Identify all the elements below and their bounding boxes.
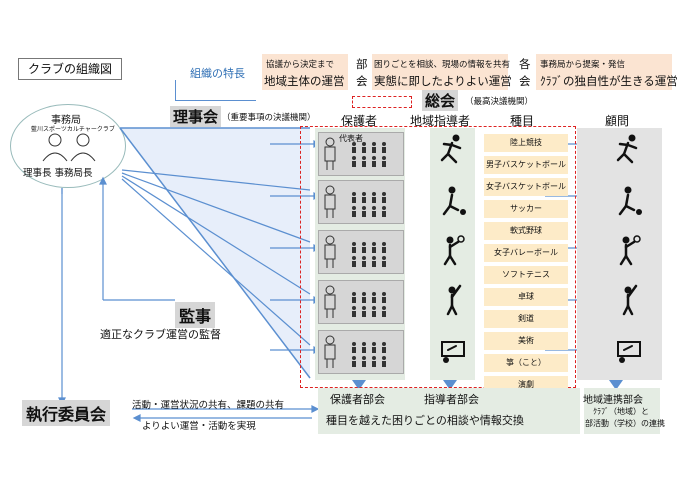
column-coaches-header: 地域指導者 — [410, 114, 471, 128]
general-assembly-name: 総会 — [422, 90, 459, 111]
feature-3: 事務局から提案・発信 ｸﾗﾌﾞの独自性が生きる運営 — [536, 54, 678, 90]
sport-item: ソフトテニス — [484, 266, 568, 284]
board-note: （重要事項の決議機関） — [222, 113, 316, 123]
features-label: 組織の特長 — [190, 67, 245, 80]
feature-3-line2: ｸﾗﾌﾞの独自性が生きる運営 — [540, 74, 678, 88]
cross-activity-text: 種目を越えた困りごとの相談や情報交換 — [326, 414, 524, 427]
audit-desc: 適正なクラブ運営の監督 — [100, 328, 221, 341]
representative-label: 代表者 — [339, 134, 363, 143]
office-people: 理事長 事務局長 — [23, 168, 93, 179]
guardian-people-icons — [324, 137, 386, 369]
features-connector — [175, 80, 256, 101]
column-advisors-header: 顧問 — [605, 114, 630, 128]
advisors-column — [577, 128, 662, 380]
feature-1-line2: 地域主体の運営 — [264, 74, 345, 88]
office-subtitle: 藍川スポーツカルチャークラブ — [31, 126, 115, 133]
exec-line1: 活動・運営状況の共有、課題の共有 — [132, 400, 285, 411]
sport-item: サッカー — [484, 200, 568, 218]
feature-3-tag-bottom: 会 — [519, 74, 531, 88]
sport-item: 箏（こと） — [484, 354, 568, 372]
activity-pictograms — [440, 134, 642, 363]
office-title: 事務局 — [51, 115, 81, 126]
board-name: 理事会 — [170, 106, 222, 127]
sport-item: 剣道 — [484, 310, 568, 328]
exec-line2: よりよい運営・活動を実現 — [142, 421, 256, 432]
feature-2-line2: 実態に即したよりよい運営 — [374, 74, 512, 88]
coaches-column — [430, 128, 475, 380]
feature-2-tag-top: 部 — [356, 57, 368, 71]
sport-item: 軟式野球 — [484, 222, 568, 240]
office-staff-icon — [42, 133, 96, 162]
feature-3-line1: 事務局から提案・発信 — [540, 60, 626, 70]
column-guardians-header: 保護者 — [341, 114, 378, 128]
regional-line1: ｸﾗﾌﾞ（地域）と — [593, 407, 649, 416]
feature-3-tag-top: 各 — [519, 57, 531, 71]
subcommittee-band — [318, 388, 580, 434]
column-events-header: 種目 — [510, 114, 535, 128]
general-assembly-boundary — [300, 126, 576, 388]
exec-name: 執行委員会 — [22, 400, 111, 426]
sport-item: 女子バレーボール — [484, 244, 568, 262]
audit-name: 監事 — [175, 302, 216, 328]
coaches-subcommittee: 指導者部会 — [424, 393, 479, 406]
regional-band — [584, 388, 660, 434]
page-title: クラブの組織図 — [18, 58, 122, 80]
sport-item: 陸上競技 — [484, 134, 568, 152]
guardians-subcommittee: 保護者部会 — [330, 393, 385, 406]
regional-line2: 部活動（学校）の連携 — [585, 419, 665, 428]
feature-2: 困りごとを相談、現場の情報を共有 実態に即したよりよい運営 — [372, 54, 512, 90]
sport-item: 女子バスケットボール — [484, 178, 568, 196]
regional-subcommittee: 地域連携部会 — [583, 395, 643, 406]
feature-2-tag-bottom: 会 — [356, 74, 368, 88]
office-box: 事務局 藍川スポーツカルチャークラブ 理事長 事務局長 — [10, 104, 126, 188]
sport-item: 男子バスケットボール — [484, 156, 568, 174]
general-assembly-note: （最高決議機関） — [465, 97, 534, 107]
feature-1-line1: 協議から決定まで — [266, 60, 335, 70]
general-assembly-legend — [352, 96, 412, 108]
sport-item: 美術 — [484, 332, 568, 350]
feature-1: 協議から決定まで 地域主体の運営 — [262, 54, 348, 90]
feature-2-line1: 困りごとを相談、現場の情報を共有 — [374, 60, 511, 70]
sport-item: 卓球 — [484, 288, 568, 306]
